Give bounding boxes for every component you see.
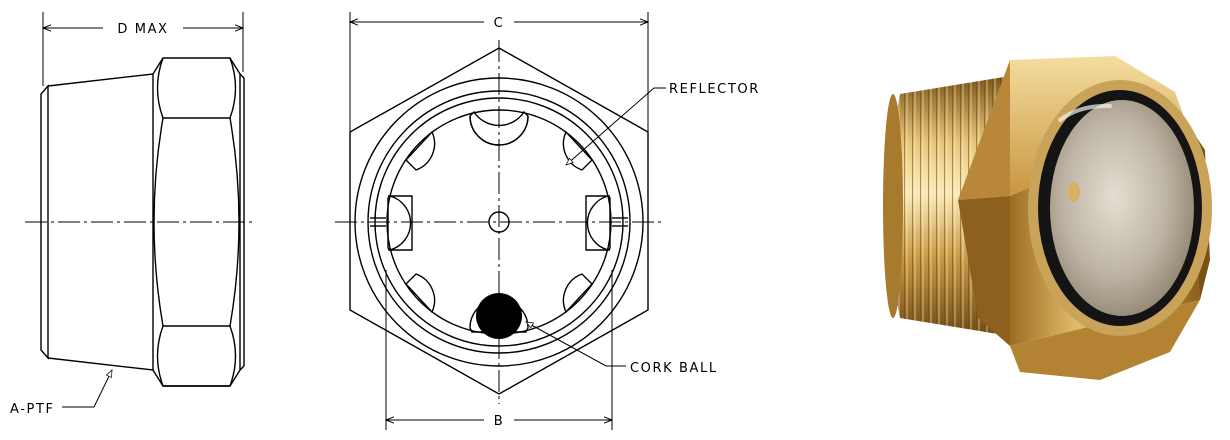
- reflector-lobe-upper-right: [562, 130, 593, 171]
- side-view: D MAX A-PTF: [10, 12, 255, 417]
- photo-glass-highlight: [1058, 103, 1112, 122]
- a-ptf-label: A-PTF: [10, 402, 55, 417]
- reflector-lobe-right: [586, 195, 611, 251]
- front-view: C: [335, 12, 760, 430]
- reflector-lobe-left: [387, 195, 412, 251]
- reflector-lobe-upper-left: [405, 130, 436, 171]
- reflector-lobe-lower-left: [405, 273, 436, 314]
- product-photo: [883, 56, 1212, 380]
- photo-hex-face-left-top: [958, 60, 1010, 200]
- side-hex-arc-bottom: [156, 325, 237, 387]
- d-max-label: D MAX: [117, 22, 168, 37]
- c-dimension-label: C: [494, 16, 505, 31]
- front-hexagon: [349, 47, 649, 395]
- reflector-leader: [565, 87, 666, 166]
- reflector-lobe-lower-right: [562, 273, 593, 314]
- cork-ball-leader: [525, 321, 626, 367]
- photo-hex-face-left: [958, 196, 1010, 346]
- side-chamfer: [40, 84, 49, 360]
- b-dimension-label: B: [494, 414, 505, 429]
- photo-window-center-pin: [1068, 182, 1080, 202]
- reflector-label: REFLECTOR: [669, 82, 760, 97]
- side-hex-arc-middle: [153, 117, 240, 327]
- photo-window-glass: [1050, 100, 1194, 316]
- side-hex-arc-top: [156, 57, 237, 119]
- side-hex-edge: [239, 73, 245, 79]
- reflector-lobe-left-rim: [388, 195, 413, 251]
- cork-ball-label: CORK BALL: [630, 361, 718, 376]
- reflector-lobe-right-rim: [585, 195, 610, 251]
- reflector-lobes: [387, 110, 611, 333]
- side-hex-edge-bottom: [239, 365, 245, 371]
- photo-thread-end: [883, 94, 903, 318]
- a-ptf-leader: [62, 369, 113, 408]
